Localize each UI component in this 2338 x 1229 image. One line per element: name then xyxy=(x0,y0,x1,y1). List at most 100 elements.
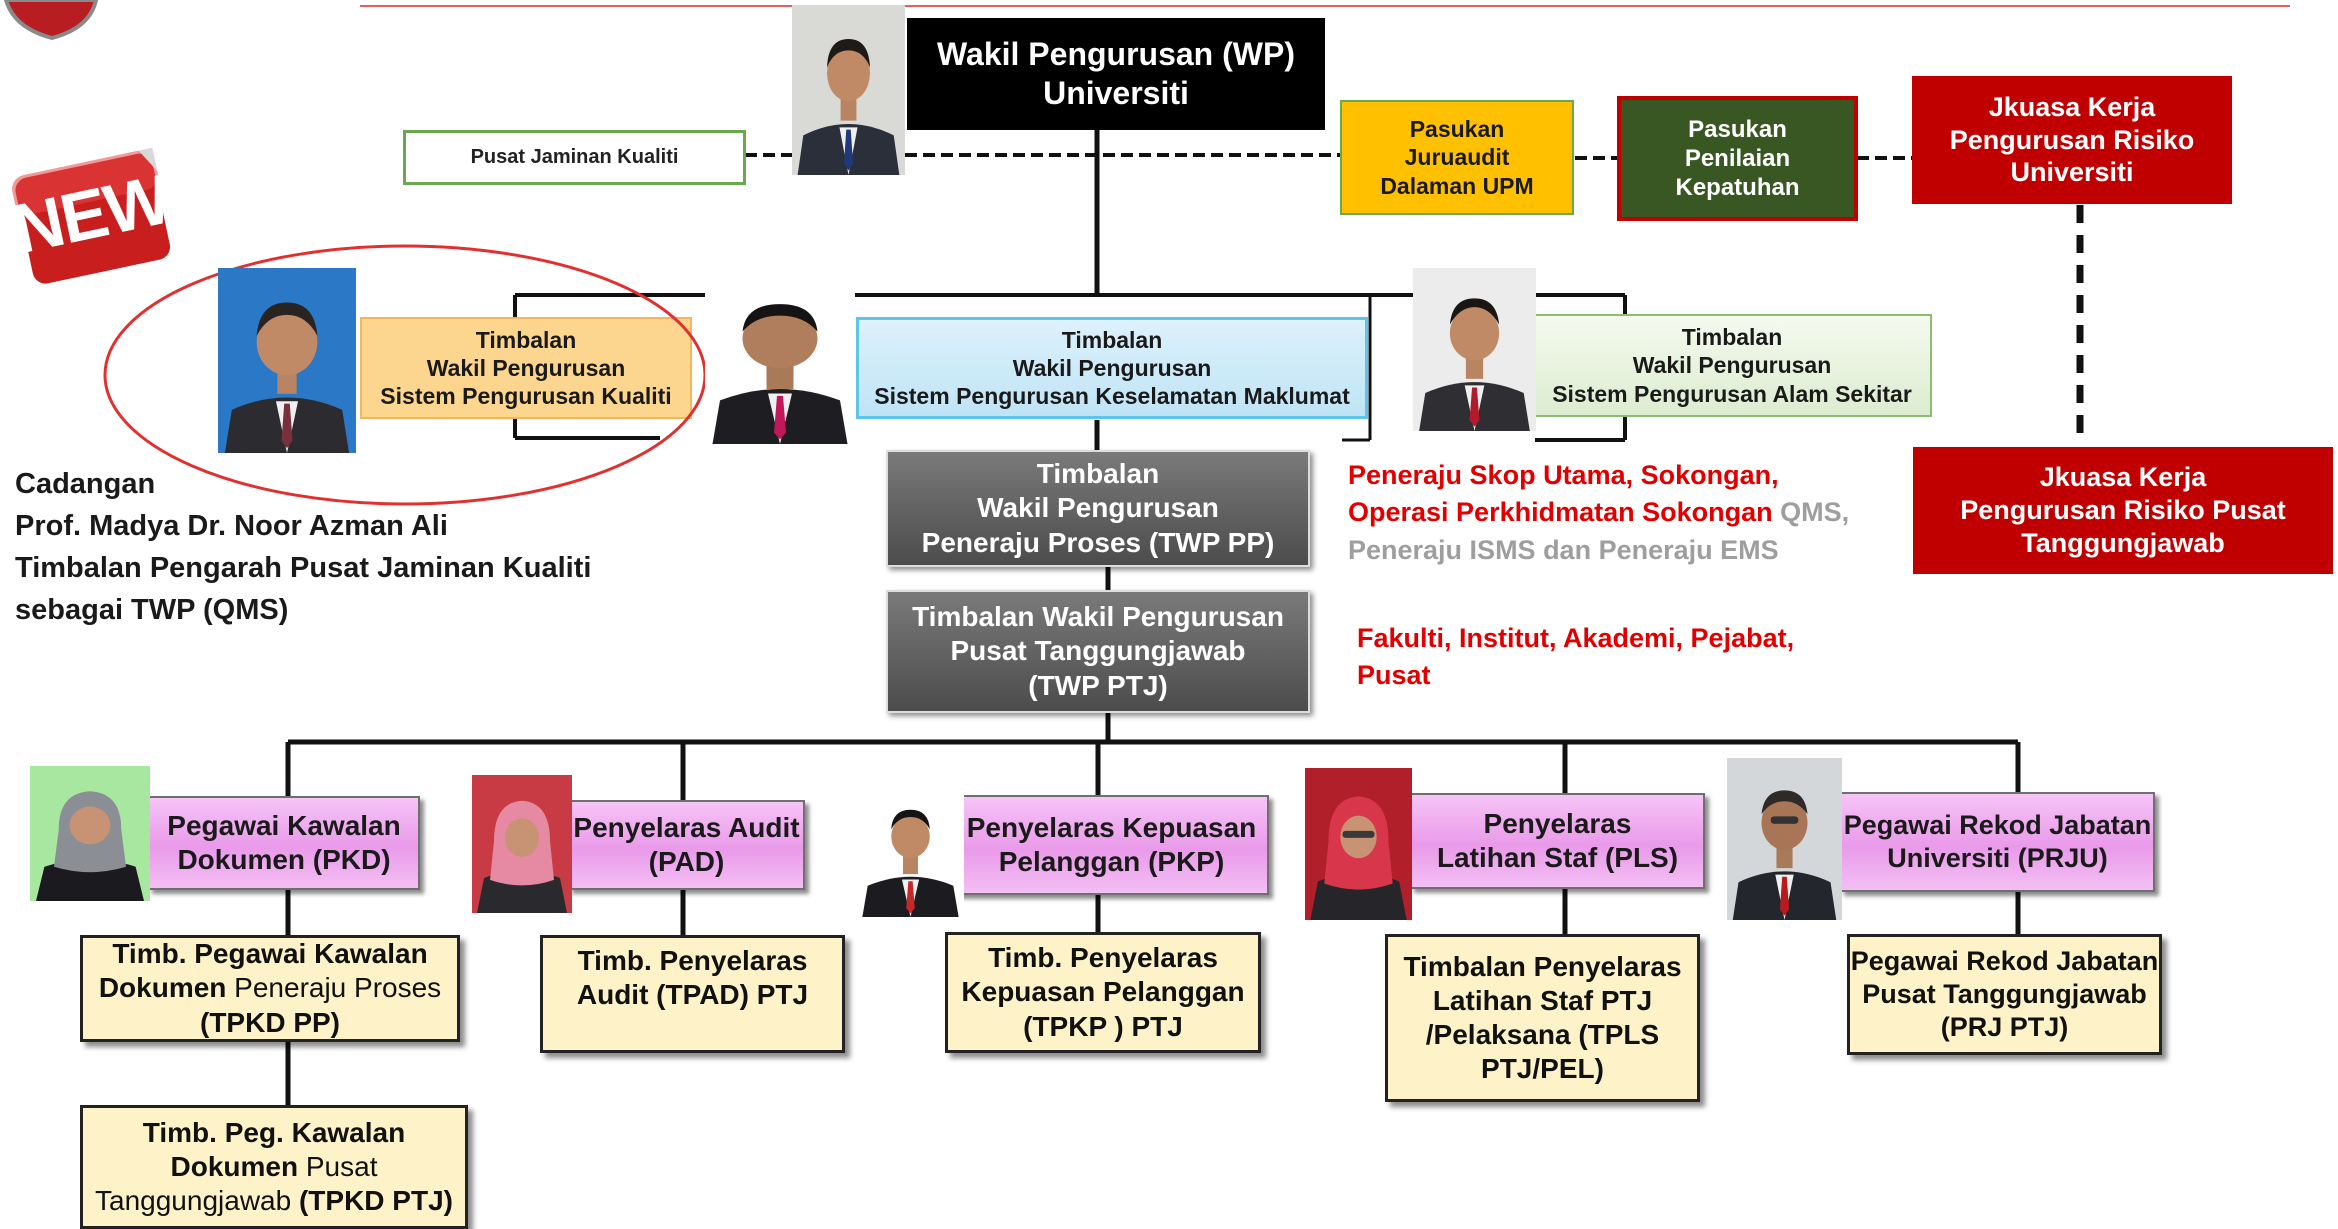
pasukan-penilaian-line3: Kepatuhan xyxy=(1675,174,1800,202)
tpls-line3: /Pelaksana (TPLS xyxy=(1425,1019,1660,1050)
wp-title-line1: Wakil Pengurusan (WP) xyxy=(937,35,1295,72)
tpkd-ptj-line3-bold: (TPKD PTJ) xyxy=(291,1185,453,1217)
wp-title-line2: Universiti xyxy=(1043,75,1189,111)
twp-pp-line2: Wakil Pengurusan xyxy=(977,492,1219,524)
tpkd-pp-line2-normal: Peneraju Proses xyxy=(226,972,442,1004)
twp-ems-portrait-photo xyxy=(1413,268,1536,431)
pasukan-juruaudit-line2: Juruaudit xyxy=(1404,144,1510,171)
university-logo-fragment xyxy=(0,0,100,41)
pad-box: Penyelaras Audit (PAD) xyxy=(568,800,805,890)
ptj-note-line1: Fakulti, Institut, Akademi, Pejabat, xyxy=(1357,623,1795,653)
twp-isms-line2: Wakil Pengurusan xyxy=(1012,354,1212,381)
tpad-line1: Timb. Penyelaras xyxy=(577,945,808,976)
twp-qms-box: Timbalan Wakil Pengurusan Sistem Penguru… xyxy=(360,317,692,419)
cadangan-line1: Cadangan xyxy=(15,468,156,500)
prj-ptj-line3: (PRJ PTJ) xyxy=(1940,1011,2069,1042)
wp-universiti-box: Wakil Pengurusan (WP) Universiti xyxy=(907,18,1325,130)
prju-line2: Universiti (PRJU) xyxy=(1887,843,2108,873)
tpkd-pp-box: Timb. Pegawai Kawalan Dokumen Peneraju P… xyxy=(80,935,460,1042)
twp-isms-line1: Timbalan xyxy=(1061,326,1163,353)
pkp-box: Penyelaras Kepuasan Pelanggan (PKP) xyxy=(954,795,1269,895)
pasukan-penilaian-box: Pasukan Penilaian Kepatuhan xyxy=(1617,96,1858,221)
pasukan-penilaian-line2: Penilaian xyxy=(1684,144,1791,172)
twp-isms-line3: Sistem Pengurusan Keselamatan Maklumat xyxy=(874,383,1350,410)
cadangan-note: Cadangan Prof. Madya Dr. Noor Azman Ali … xyxy=(15,463,715,631)
tpad-box: Timb. Penyelaras Audit (TPAD) PTJ xyxy=(540,935,845,1053)
jkuasa-universiti-line2: Pengurusan Risiko xyxy=(1949,124,2195,155)
pls-line2: Latihan Staf (PLS) xyxy=(1436,842,1679,873)
tpkp-line1: Timb. Penyelaras xyxy=(988,942,1218,974)
tpls-line2: Latihan Staf PTJ xyxy=(1432,984,1653,1016)
twp-qms-line1: Timbalan xyxy=(475,326,577,353)
tpkp-line3: (TPKP ) PTJ xyxy=(1023,1010,1183,1042)
ptj-note: Fakulti, Institut, Akademi, Pejabat, Pus… xyxy=(1357,620,1877,695)
pad-line1: Penyelaras Audit xyxy=(573,811,800,843)
jkuasa-universiti-box: Jkuasa Kerja Pengurusan Risiko Universit… xyxy=(1912,76,2232,204)
peneraju-note-line1: Peneraju Skop Utama, Sokongan, xyxy=(1348,460,1779,490)
pkd-box: Pegawai Kawalan Dokumen (PKD) xyxy=(148,796,420,890)
twp-isms-portrait-photo xyxy=(705,272,855,444)
peneraju-note-line2-grey: QMS, xyxy=(1772,497,1850,528)
wp-portrait-photo xyxy=(792,5,905,175)
twp-qms-line2: Wakil Pengurusan xyxy=(426,354,626,381)
twp-ems-line2: Wakil Pengurusan xyxy=(1632,352,1832,379)
twp-qms-line3: Sistem Pengurusan Kualiti xyxy=(380,383,672,410)
prju-line1: Pegawai Rekod Jabatan xyxy=(1843,810,2152,841)
tpkd-ptj-line3-normal: Tanggungjawab xyxy=(95,1185,292,1217)
twp-pp-box: Timbalan Wakil Pengurusan Peneraju Prose… xyxy=(886,450,1310,567)
tpkp-line2: Kepuasan Pelanggan xyxy=(961,976,1245,1008)
twp-ptj-line3: (TWP PTJ) xyxy=(1028,669,1168,701)
jkuasa-ptj-line1: Jkuasa Kerja xyxy=(2039,462,2207,493)
tpkd-pp-line2-bold: Dokumen xyxy=(98,972,227,1004)
pkp-portrait-photo xyxy=(857,783,964,917)
ptj-note-line2: Pusat xyxy=(1357,660,1431,691)
pkp-line1: Penyelaras Kepuasan xyxy=(966,811,1257,843)
pasukan-juruaudit-line1: Pasukan xyxy=(1409,116,1505,143)
pkp-line2: Pelanggan (PKP) xyxy=(998,846,1225,877)
twp-ems-line3: Sistem Pengurusan Alam Sekitar xyxy=(1552,380,1912,407)
prj-ptj-box: Pegawai Rekod Jabatan Pusat Tanggungjawa… xyxy=(1847,934,2162,1055)
tpls-line4: PTJ/PEL) xyxy=(1481,1053,1604,1085)
pls-line1: Penyelaras xyxy=(1483,807,1632,839)
jkuasa-universiti-line1: Jkuasa Kerja xyxy=(1988,91,2156,122)
twp-ptj-line2: Pusat Tanggungjawab xyxy=(950,635,1246,667)
cadangan-line2: Prof. Madya Dr. Noor Azman Ali xyxy=(15,510,448,543)
tpkd-ptj-line2-normal: Pusat xyxy=(298,1150,378,1182)
twp-ptj-box: Timbalan Wakil Pengurusan Pusat Tanggung… xyxy=(886,590,1310,713)
twp-ptj-line1: Timbalan Wakil Pengurusan xyxy=(912,601,1284,633)
pls-portrait-photo xyxy=(1305,768,1412,920)
tpkd-ptj-line2-bold: Dokumen xyxy=(170,1150,299,1182)
twp-qms-portrait-photo xyxy=(218,268,356,453)
tpkd-pp-line1: Timb. Pegawai Kawalan xyxy=(112,938,428,970)
twp-isms-box: Timbalan Wakil Pengurusan Sistem Penguru… xyxy=(856,317,1368,419)
tpls-box: Timbalan Penyelaras Latihan Staf PTJ /Pe… xyxy=(1385,934,1700,1102)
new-badge: NEW xyxy=(2,140,180,300)
tpkd-ptj-box: Timb. Peg. Kawalan Dokumen Pusat Tanggun… xyxy=(80,1105,468,1229)
twp-ems-box: Timbalan Wakil Pengurusan Sistem Penguru… xyxy=(1532,314,1932,417)
twp-ems-line1: Timbalan xyxy=(1681,324,1783,351)
pusat-jaminan-kualiti-box: Pusat Jaminan Kualiti xyxy=(403,130,746,185)
twp-pp-line1: Timbalan xyxy=(1036,458,1160,490)
tpls-line1: Timbalan Penyelaras xyxy=(1403,950,1682,982)
pasukan-penilaian-line1: Pasukan xyxy=(1688,115,1787,143)
pasukan-juruaudit-box: Pasukan Juruaudit Dalaman UPM xyxy=(1340,100,1574,215)
cadangan-line3: Timbalan Pengarah Pusat Jaminan Kualiti xyxy=(15,552,592,585)
jkuasa-ptj-line2: Pengurusan Risiko Pusat xyxy=(1960,495,2286,526)
prju-box: Pegawai Rekod Jabatan Universiti (PRJU) xyxy=(1840,792,2155,892)
pusat-jaminan-label: Pusat Jaminan Kualiti xyxy=(470,146,679,169)
prju-portrait-photo xyxy=(1727,758,1842,920)
pls-box: Penyelaras Latihan Staf (PLS) xyxy=(1410,793,1705,889)
twp-pp-line3: Peneraju Proses (TWP PP) xyxy=(921,526,1275,558)
jkuasa-ptj-line3: Tanggungjawab xyxy=(2021,527,2225,558)
tpkp-box: Timb. Penyelaras Kepuasan Pelanggan (TPK… xyxy=(945,932,1261,1053)
peneraju-note-line3: Peneraju ISMS dan Peneraju EMS xyxy=(1348,534,1779,565)
cadangan-line4: sebagai TWP (QMS) xyxy=(15,594,289,627)
pasukan-juruaudit-line3: Dalaman UPM xyxy=(1380,172,1534,199)
prj-ptj-line2: Pusat Tanggungjawab xyxy=(1862,979,2147,1010)
pad-portrait-photo xyxy=(472,775,572,913)
tpad-line2: Audit (TPAD) PTJ xyxy=(576,979,809,1011)
pkd-line1: Pegawai Kawalan xyxy=(167,809,401,841)
pad-line2: (PAD) xyxy=(648,846,725,877)
peneraju-note-line2-red: Operasi Perkhidmatan Sokongan xyxy=(1348,497,1773,528)
